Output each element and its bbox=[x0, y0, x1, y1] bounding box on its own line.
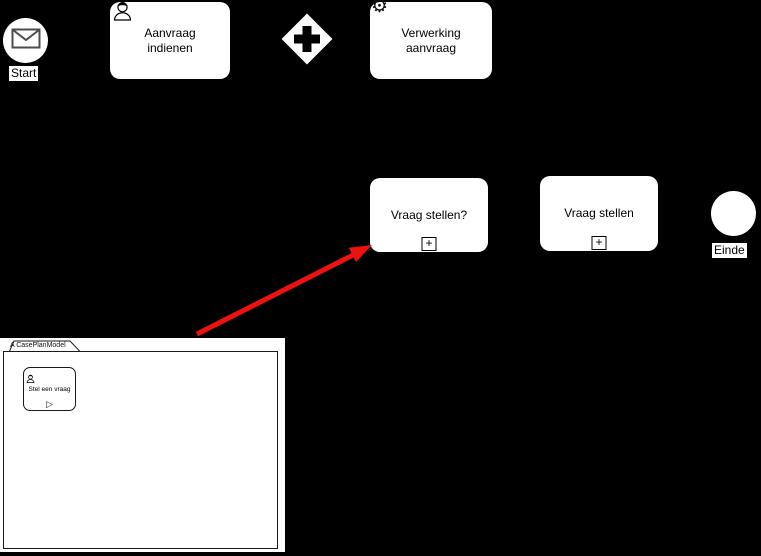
case-task-label: Stel een vraag bbox=[28, 386, 71, 393]
task-stel-een-vraag[interactable]: Stel een vraag ▷ bbox=[23, 367, 76, 411]
end-event[interactable] bbox=[711, 191, 756, 236]
task-label: Aanvraag indienen bbox=[144, 25, 196, 55]
start-event-label: Start bbox=[9, 66, 39, 81]
gear-icon: ⚙ bbox=[371, 0, 389, 17]
subprocess-label: Vraag stellen? bbox=[390, 207, 468, 222]
user-icon bbox=[112, 0, 133, 26]
start-event[interactable] bbox=[3, 18, 48, 63]
user-icon bbox=[26, 370, 35, 388]
expand-marker-icon[interactable]: + bbox=[421, 237, 437, 251]
subprocess-label: Vraag stellen bbox=[564, 206, 634, 220]
subprocess-vraag-stellen-q[interactable]: Vraag stellen? + bbox=[370, 178, 488, 252]
envelope-message-icon bbox=[11, 28, 41, 54]
manual-activation-icon: ▷ bbox=[46, 399, 53, 409]
parallel-gateway[interactable] bbox=[281, 13, 333, 65]
expand-marker-icon[interactable]: + bbox=[591, 236, 607, 250]
case-plan-tab-label: A CasePlanModel bbox=[10, 342, 66, 349]
plus-symbol-icon bbox=[302, 26, 312, 52]
task-aanvraag-indienen[interactable]: Aanvraag indienen bbox=[110, 2, 230, 79]
case-plan-panel: A CasePlanModel Stel een vraag ▷ bbox=[0, 338, 285, 552]
task-verwerking-aanvraag[interactable]: ⚙ Verwerking aanvraag bbox=[370, 0, 492, 79]
case-plan-border[interactable] bbox=[3, 351, 278, 549]
task-label: Verwerking aanvraag bbox=[401, 25, 461, 55]
end-event-label: Einde bbox=[712, 243, 747, 258]
subprocess-vraag-stellen[interactable]: Vraag stellen + bbox=[540, 176, 658, 251]
